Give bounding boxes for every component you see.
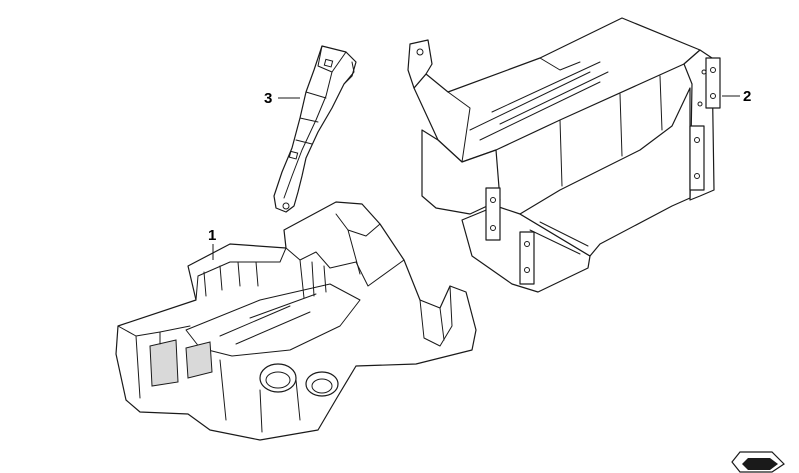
callout-3: 3 <box>264 90 300 107</box>
front-tab-left <box>485 187 501 241</box>
callout-label: 2 <box>743 88 751 105</box>
front-tab-right <box>519 231 535 285</box>
callout-2: 2 <box>722 88 751 105</box>
callout-label: 1 <box>208 227 216 244</box>
callout-label: 3 <box>264 90 272 107</box>
part-2-holder-frame[interactable] <box>407 17 721 293</box>
part-3-bracket[interactable] <box>273 45 357 213</box>
callout-1: 1 <box>208 227 216 260</box>
part-1-tray[interactable] <box>115 201 477 441</box>
folded-arrow-icon <box>731 451 785 473</box>
